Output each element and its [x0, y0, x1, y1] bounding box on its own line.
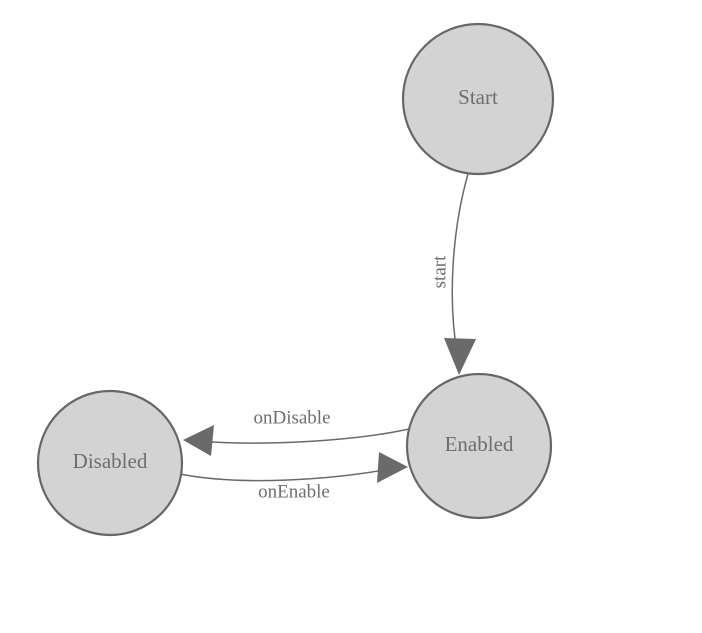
edge-label-ondisable: onDisable [253, 407, 330, 428]
edge-enabled-to-disabled-arrowhead [183, 425, 214, 456]
node-start-circle [401, 22, 555, 176]
node-disabled-label: Disabled [73, 449, 148, 473]
edge-label-onenable: onEnable [258, 481, 330, 502]
node-enabled[interactable]: Enabled [405, 372, 553, 520]
node-disabled[interactable]: Disabled [36, 389, 184, 537]
edge-disabled-to-enabled-path [179, 468, 391, 482]
node-disabled-circle [36, 389, 184, 537]
edge-start-to-enabled-path [451, 173, 469, 353]
edge-disabled-to-enabled-arrowhead [377, 452, 408, 483]
node-enabled-circle [405, 372, 553, 520]
node-enabled-label: Enabled [445, 432, 514, 456]
edge-enabled-to-disabled[interactable]: onDisable [183, 407, 410, 456]
edge-disabled-to-enabled[interactable]: onEnable [179, 452, 408, 502]
edge-start-to-enabled[interactable]: start [429, 173, 476, 375]
node-start[interactable]: Start [401, 22, 555, 176]
edge-label-start: start [429, 255, 450, 288]
edge-start-to-enabled-arrowhead [444, 338, 476, 375]
edge-enabled-to-disabled-path [199, 428, 410, 444]
node-start-label: Start [458, 85, 498, 109]
